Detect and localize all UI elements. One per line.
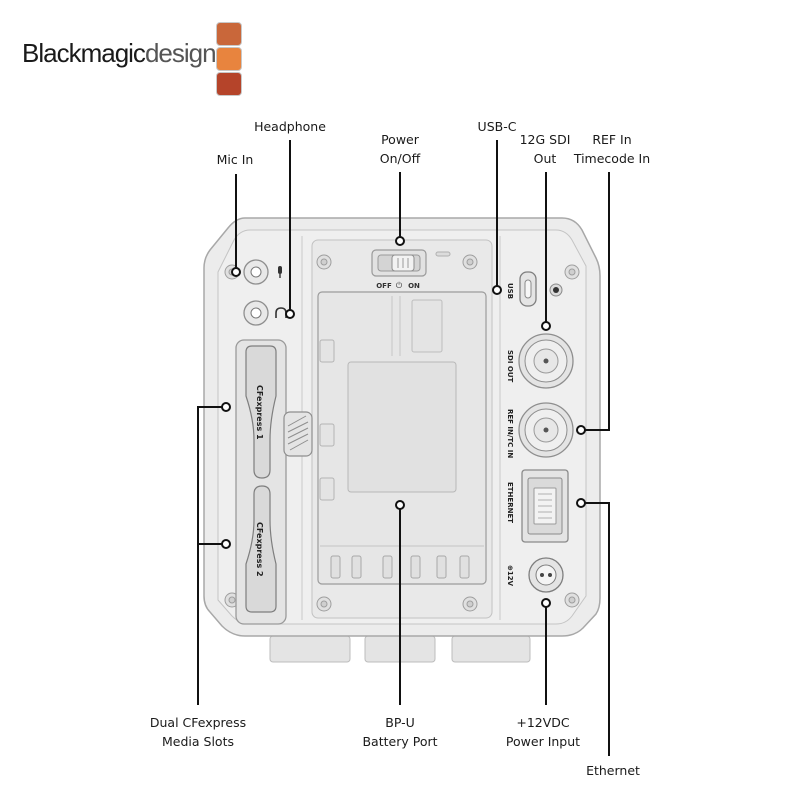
ref-in-label: REF IN/TC IN <box>506 409 514 458</box>
ethernet-label: ETHERNET <box>506 482 514 523</box>
power-switch[interactable] <box>371 249 427 277</box>
bottom-feet <box>269 635 531 663</box>
logo-square-middle <box>216 47 242 71</box>
brand-wordmark: Blackmagicdesign <box>22 38 217 68</box>
usb-port-label: USB <box>506 283 514 299</box>
tally-indicator <box>549 283 563 297</box>
battery-plate-recess <box>347 361 457 493</box>
microphone-icon <box>278 266 282 278</box>
ref-in-bnc[interactable] <box>518 402 574 458</box>
cfexpress-slot-1[interactable] <box>245 345 277 479</box>
battery-contacts <box>330 555 470 579</box>
callout-leader-lines <box>197 140 610 756</box>
switch-off-label: OFF <box>376 282 392 290</box>
dc-12v-label: ⊕12V <box>506 565 514 587</box>
battery-latch <box>411 299 443 353</box>
usb-c-port[interactable] <box>519 271 537 307</box>
cfexpress-1-label: CFexpress 1 <box>255 385 264 440</box>
callout-ethernet: Ethernet <box>586 763 640 778</box>
cfexpress-2-label: CFexpress 2 <box>255 522 264 577</box>
logo-square-bottom <box>216 72 242 96</box>
headphone-icon <box>275 307 287 318</box>
callout-anchor-dots <box>221 236 586 608</box>
headphone-jack[interactable] <box>243 300 269 326</box>
power-led <box>435 251 451 257</box>
logo-square-top <box>216 22 242 46</box>
cfexpress-slot-2[interactable] <box>245 485 277 613</box>
sdi-out-label: SDI OUT <box>506 350 514 383</box>
callout-headphone: Headphone <box>254 119 326 134</box>
dc-power-input[interactable] <box>528 557 564 593</box>
media-eject-grip[interactable] <box>283 411 313 457</box>
sdi-out-bnc[interactable] <box>518 333 574 389</box>
cfexpress-slot-assembly <box>235 339 287 625</box>
mic-in-jack[interactable] <box>243 259 269 285</box>
callout-mic-in: Mic In <box>216 152 254 167</box>
power-icon: ⏻ <box>396 281 403 290</box>
ethernet-port[interactable] <box>521 469 569 543</box>
battery-side-clips <box>319 339 335 501</box>
callout-usbc: USB-C <box>477 119 517 134</box>
switch-on-label: ON <box>408 282 420 290</box>
